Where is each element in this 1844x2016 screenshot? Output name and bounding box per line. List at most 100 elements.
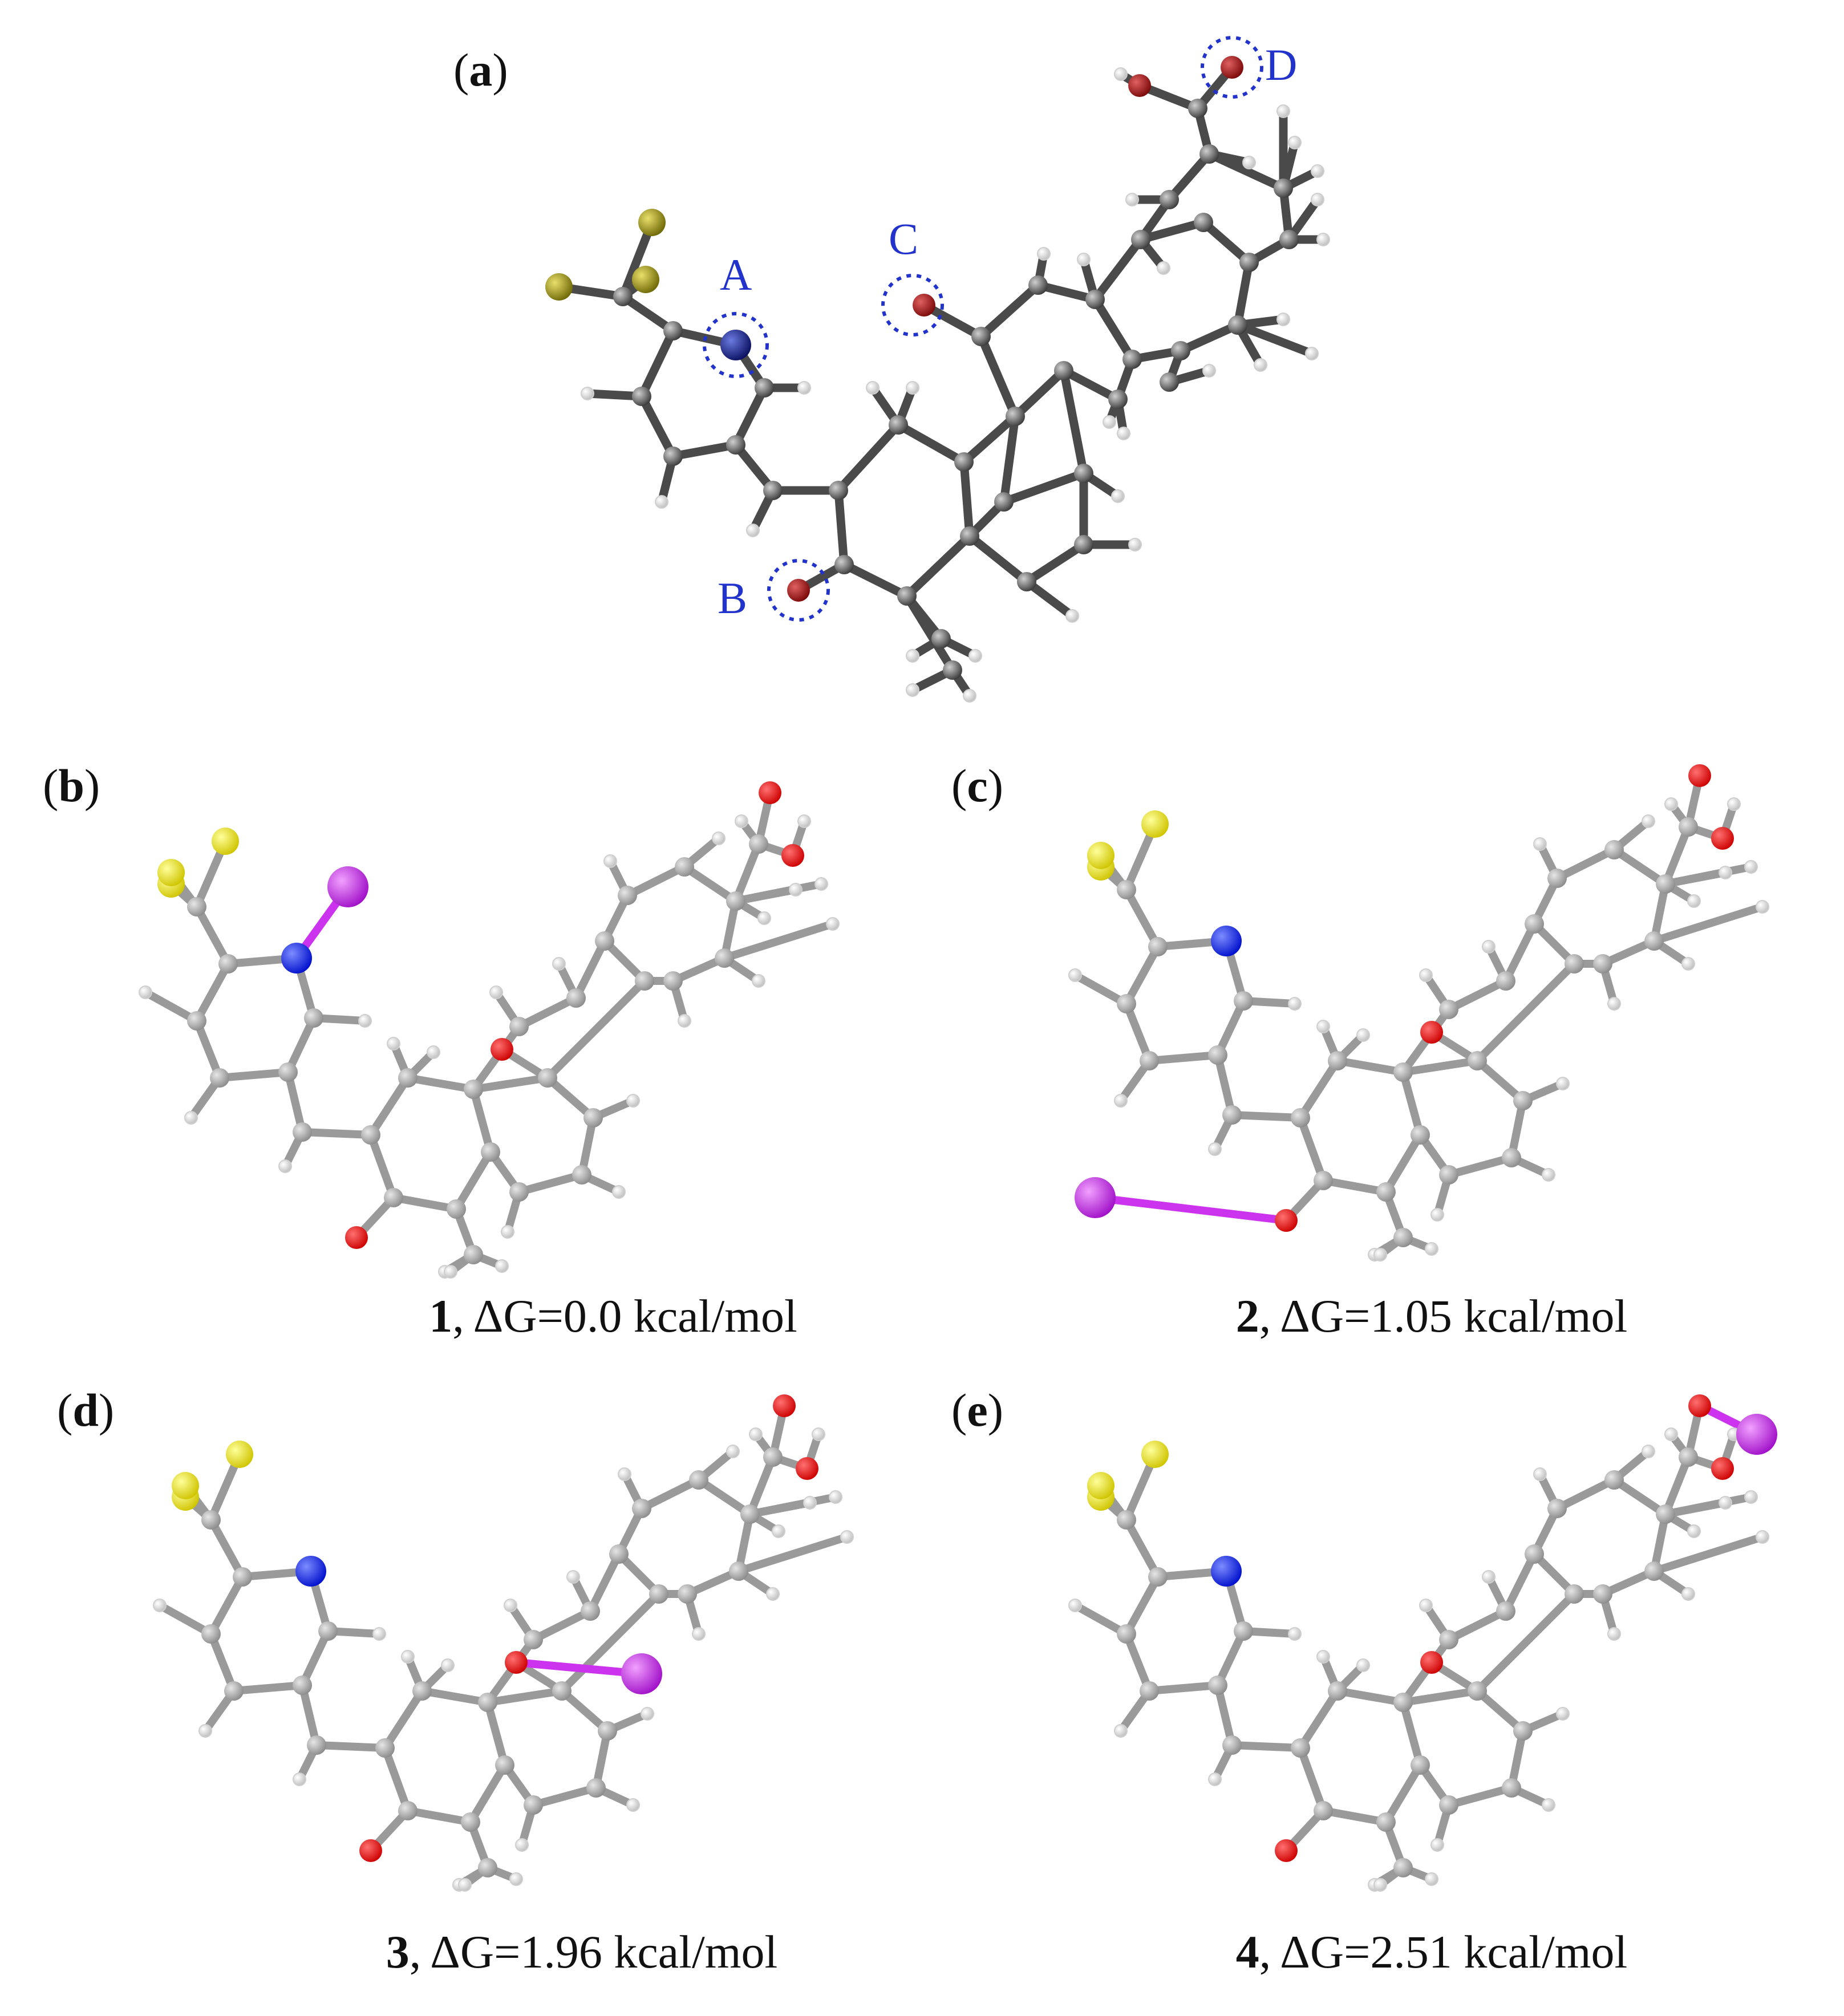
carbon-atom <box>635 971 654 991</box>
bond <box>1661 1493 1755 1518</box>
hydrogen-atom <box>504 1599 517 1612</box>
carbon-atom <box>1502 1148 1521 1167</box>
hydrogen-atom <box>1356 1028 1370 1042</box>
hydrogen-atom <box>906 683 919 697</box>
carbon-atom <box>1376 1182 1396 1202</box>
carbon-atom <box>632 1499 651 1518</box>
bond <box>732 840 763 905</box>
bonds <box>141 789 837 1276</box>
carbon-atom <box>1085 290 1105 309</box>
hydrogen-atom <box>552 957 566 971</box>
carbon-atom <box>689 1470 708 1490</box>
bond <box>141 988 201 1025</box>
carbon-atom <box>1439 1630 1458 1649</box>
bond <box>1650 1533 1766 1575</box>
carbon-atom <box>1644 931 1664 951</box>
bond <box>695 1476 754 1518</box>
carbon-atom <box>663 321 683 340</box>
bond <box>207 1630 238 1695</box>
carbon-atom <box>210 1068 229 1088</box>
atoms <box>1068 1394 1777 1892</box>
carbon-atom <box>1234 991 1253 1011</box>
fluorine-atom <box>226 1441 253 1468</box>
bond <box>284 1068 306 1136</box>
carbon-atom <box>740 1504 760 1524</box>
carbon-atom <box>1117 880 1136 899</box>
carbon-atom <box>889 415 908 435</box>
bond <box>1122 1516 1162 1581</box>
carbon-atom <box>398 1068 418 1088</box>
oxygen-atom <box>1711 1457 1734 1480</box>
carbon-atom <box>1117 994 1136 1013</box>
bond <box>1319 1177 1390 1196</box>
bond <box>959 412 1020 467</box>
hydrogen-atom <box>387 1037 400 1050</box>
carbon-atom <box>1140 1681 1159 1701</box>
bond <box>976 281 1043 341</box>
bond <box>1610 1476 1669 1518</box>
carbon-atom <box>1328 1681 1347 1701</box>
hydrogen-atom <box>1533 837 1547 851</box>
hydrogen-atom <box>1202 364 1216 378</box>
hydrogen-atom <box>1068 1599 1082 1612</box>
carbon-atom <box>1656 1504 1675 1524</box>
carbon-atom <box>218 954 238 973</box>
panel-d <box>153 1394 854 1892</box>
carbon-atom <box>1279 230 1299 249</box>
bond <box>572 937 609 1002</box>
bond <box>390 1194 460 1213</box>
hydrogen-atom <box>581 387 594 400</box>
oxygen-atom <box>796 1457 818 1480</box>
carbon-atom <box>478 1858 497 1877</box>
bond <box>1122 1630 1153 1695</box>
carbon-atom <box>447 1199 466 1219</box>
bond <box>529 1607 594 1644</box>
carbon-atom <box>1160 190 1179 209</box>
oxygen-atom <box>1688 1394 1711 1417</box>
carbon-atom <box>729 1561 748 1581</box>
bond <box>1145 1051 1222 1065</box>
hydrogen-atom <box>1687 1524 1701 1538</box>
hydrogen-atom <box>1425 1242 1438 1256</box>
carbon-atom <box>1131 230 1150 249</box>
hydrogen-atom <box>1642 814 1655 828</box>
hydrogen-atom <box>1607 997 1621 1011</box>
hydrogen-atom <box>184 1111 198 1125</box>
carbon-atom <box>375 1738 395 1758</box>
hydrogen-atom <box>1687 894 1701 908</box>
hydrogen-atom <box>1556 1077 1570 1090</box>
bond <box>1214 1051 1236 1119</box>
carbon-atom <box>1314 1171 1333 1190</box>
site-ring-b <box>767 559 830 622</box>
oxygen-atom <box>1420 1651 1443 1674</box>
carbon-atom <box>1468 1681 1487 1701</box>
hydrogen-atom <box>829 1490 842 1504</box>
bond <box>298 1128 375 1139</box>
bond <box>618 292 678 335</box>
hydrogen-atom <box>772 1524 785 1538</box>
oxygen-atom <box>773 1394 796 1417</box>
carbon-atom <box>1222 1735 1242 1755</box>
bond <box>637 326 678 401</box>
bond <box>367 1131 398 1202</box>
carbon-atom <box>715 948 734 968</box>
hydrogen-atom <box>1425 1872 1438 1886</box>
hydrogen-atom <box>1719 1496 1732 1510</box>
bond <box>1445 1784 1515 1809</box>
carbon-atom <box>552 1681 572 1701</box>
bond <box>834 486 849 569</box>
hydrogen-atom <box>1305 347 1319 360</box>
bond <box>1176 321 1242 355</box>
bond <box>731 440 777 495</box>
carbon-atom <box>1393 1062 1413 1082</box>
carbon-atom <box>201 1624 221 1644</box>
hydrogen-atom <box>626 1094 640 1108</box>
hydrogen-atom <box>1756 900 1769 914</box>
hydrogen-atom <box>495 1259 509 1273</box>
bond <box>1296 1114 1327 1185</box>
atoms <box>1068 764 1769 1261</box>
carbon-atom <box>1565 1584 1584 1604</box>
hydrogen-atom <box>1208 1142 1222 1156</box>
carbon-atom <box>1228 315 1247 335</box>
bond <box>834 420 903 495</box>
